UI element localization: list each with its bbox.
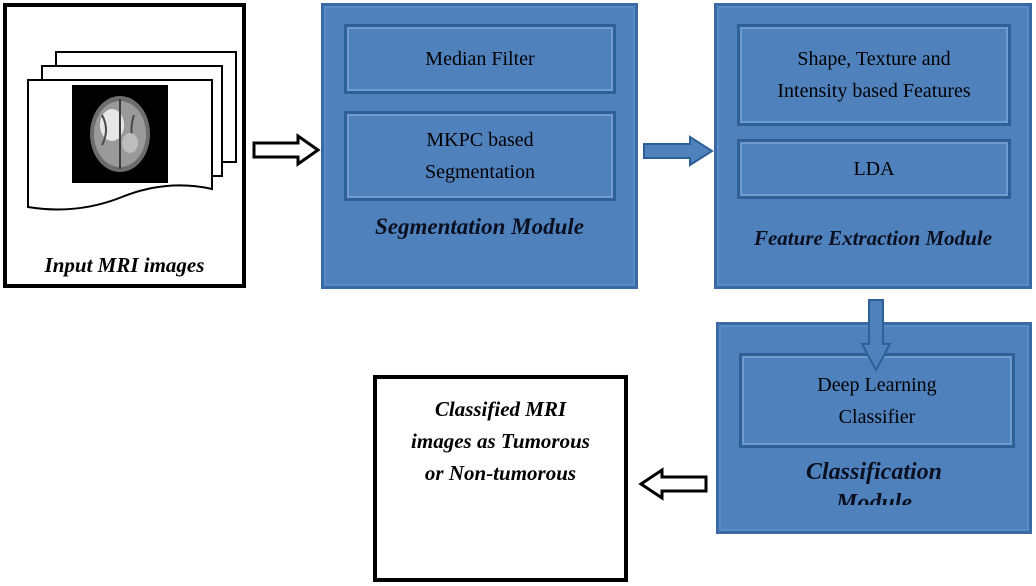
mri-brain-image [72, 85, 168, 183]
output-line1: Classified MRI [434, 397, 567, 421]
features-label-line1: Shape, Texture and [797, 48, 951, 70]
segmentation-module: Median Filter MKPC based Segmentation Se… [321, 3, 638, 289]
output-line3: or Non-tumorous [424, 461, 577, 485]
arrow-input-to-segmentation [252, 133, 321, 167]
mkpc-label-line1: MKPC based [426, 129, 534, 151]
median-filter-label: Median Filter [425, 48, 535, 70]
lda-box: LDA [737, 139, 1011, 199]
arrow-classification-to-output [638, 467, 708, 501]
lda-label: LDA [853, 158, 895, 180]
mkpc-label-line2: Segmentation [425, 161, 535, 183]
mkpc-segmentation-box: MKPC based Segmentation [344, 111, 616, 201]
classification-label-line2: Module [835, 490, 912, 505]
arrow-feature-to-classification [860, 299, 892, 373]
deep-learning-label-line2: Classifier [838, 405, 916, 428]
output-line2: images as Tumorous [411, 429, 590, 453]
classification-label-clip: Classification Module [719, 457, 1029, 505]
median-filter-box: Median Filter [344, 24, 616, 94]
input-label: Input MRI images [44, 253, 205, 277]
segmentation-module-label: Segmentation Module [375, 214, 584, 239]
classification-label-line1: Classification [805, 459, 943, 485]
feature-module-label: Feature Extraction Module [753, 226, 993, 250]
arrow-segmentation-to-feature [643, 135, 714, 167]
deep-learning-label-line1: Deep Learning [817, 373, 937, 396]
output-box: Classified MRI images as Tumorous or Non… [373, 375, 628, 582]
features-label-line2: Intensity based Features [777, 80, 971, 102]
input-mri-box: Input MRI images [3, 3, 246, 288]
classification-module: Deep Learning Classifier Classification … [716, 322, 1032, 534]
features-box: Shape, Texture and Intensity based Featu… [737, 24, 1011, 126]
feature-extraction-module: Shape, Texture and Intensity based Featu… [714, 3, 1032, 289]
